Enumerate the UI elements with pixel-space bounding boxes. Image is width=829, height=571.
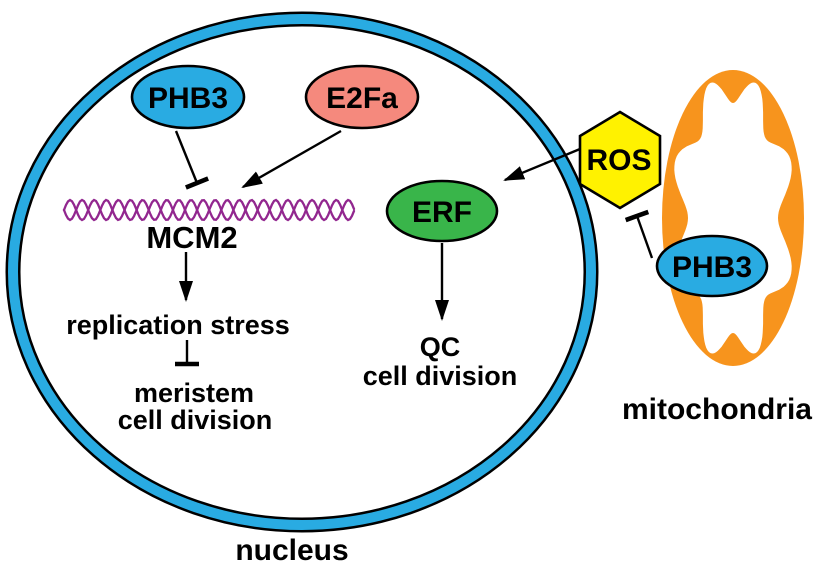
qc-label-line2: cell division (363, 361, 518, 391)
qc-label-line1: QC (420, 332, 461, 362)
dna-strand-2 (62, 198, 356, 222)
erf-node (385, 179, 499, 243)
meristem-label-line2: cell division (118, 405, 273, 435)
phb3-mito-label: PHB3 (672, 251, 752, 284)
e2fa-node (304, 64, 420, 130)
ros-label: ROS (586, 144, 651, 177)
e2fa-activates-mcm2-connector (241, 129, 342, 189)
dna-helix (62, 198, 356, 222)
phb3-nucleus-node (130, 64, 246, 130)
replication-stress-label: replication stress (66, 310, 290, 340)
phb3-mito-node (655, 234, 769, 298)
ros-node (578, 110, 662, 210)
erf-label: ERF (412, 196, 472, 229)
nucleus-membrane (5, 11, 599, 533)
meristem-label-line1: meristem (134, 378, 254, 408)
phb3-inhibits-mcm2-connector (174, 130, 209, 190)
mitochondria-caption: mitochondria (622, 393, 812, 426)
nucleus-caption: nucleus (235, 534, 348, 567)
mitochondria-organelle (662, 70, 804, 366)
mcm2-label: MCM2 (146, 220, 237, 255)
nucleus-membrane-band (8, 14, 596, 530)
phb3-mito-inhibits-ros-connector (624, 209, 654, 259)
ros-activates-erf-connector (503, 147, 581, 182)
e2fa-label: E2Fa (326, 82, 398, 115)
phb3-nucleus-label: PHB3 (148, 82, 228, 115)
